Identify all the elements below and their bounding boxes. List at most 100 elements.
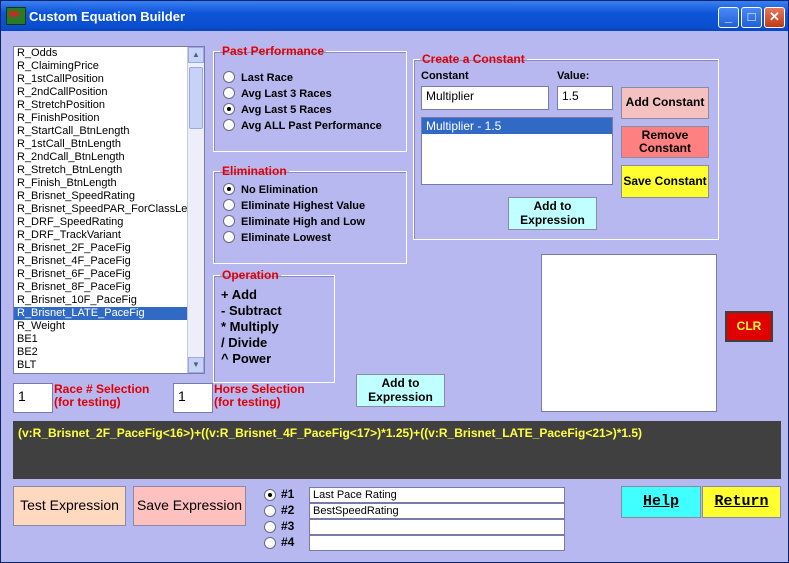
constant-name-label: Constant <box>421 70 469 82</box>
race-selection-label: Race # Selection(for testing) <box>54 382 150 409</box>
operation-title: Operation <box>222 268 279 282</box>
option-label: Last Race <box>241 72 293 84</box>
slot-number-label: #1 <box>281 487 295 501</box>
elimination-group: Elimination <box>213 164 407 264</box>
scroll-up-icon[interactable]: ▲ <box>188 47 204 63</box>
past-performance-option[interactable]: Avg Last 3 Races <box>223 87 332 103</box>
radio-button-icon[interactable] <box>223 103 235 115</box>
list-item[interactable]: R_Brisnet_LATE_PaceFig <box>14 307 204 320</box>
minimize-button[interactable]: _ <box>718 7 739 28</box>
constant-name-input[interactable]: Multiplier <box>421 86 549 110</box>
add-field-to-expression-button[interactable]: Add to Expression <box>356 374 445 407</box>
title-bar[interactable]: Custom Equation Builder _ □ ✕ <box>1 1 788 31</box>
add-constant-button[interactable]: Add Constant <box>621 87 709 119</box>
elimination-title: Elimination <box>222 164 287 178</box>
constant-group: Create a Constant <box>413 52 719 240</box>
elimination-option[interactable]: Eliminate High and Low <box>223 215 365 231</box>
list-item[interactable]: R_Weight <box>17 320 66 332</box>
horse-number-input[interactable]: 1 <box>173 383 213 413</box>
radio-button-icon[interactable] <box>223 71 235 83</box>
option-label: Eliminate High and Low <box>241 216 366 228</box>
past-performance-title: Past Performance <box>222 44 325 58</box>
option-label: Avg Last 5 Races <box>241 104 332 116</box>
past-performance-option[interactable]: Last Race <box>223 71 293 87</box>
help-button[interactable]: Help <box>621 486 701 518</box>
elimination-option[interactable]: No Elimination <box>223 183 318 199</box>
constant-title: Create a Constant <box>422 52 525 66</box>
list-item[interactable]: R_Brisnet_4F_PaceFig <box>17 255 131 267</box>
list-item[interactable]: BE1 <box>17 333 38 345</box>
radio-button-icon[interactable] <box>223 87 235 99</box>
radio-button-icon[interactable] <box>223 215 235 227</box>
constant-list-item[interactable]: Multiplier - 1.5 <box>422 118 612 134</box>
option-label: Eliminate Lowest <box>241 232 331 244</box>
list-item[interactable]: R_Finish_BtnLength <box>17 177 117 189</box>
list-item[interactable]: R_Stretch_BtnLength <box>17 164 123 176</box>
slot-number-label: #4 <box>281 535 295 549</box>
slot-name-input[interactable]: Last Pace Rating <box>309 487 565 503</box>
operation-line: / Divide <box>221 335 268 350</box>
list-item[interactable]: R_DRF_SpeedRating <box>17 216 124 228</box>
list-item[interactable]: R_Brisnet_2F_PaceFig <box>17 242 131 254</box>
operation-line: ^ Power <box>221 351 272 366</box>
slot-radio-icon[interactable] <box>264 521 276 533</box>
option-label: Eliminate Highest Value <box>241 200 366 212</box>
list-item[interactable]: R_2ndCallPosition <box>17 86 108 98</box>
slot-radio-icon[interactable] <box>264 505 276 517</box>
list-item[interactable]: R_Brisnet_8F_PaceFig <box>17 281 131 293</box>
list-item[interactable]: R_FinishPosition <box>17 112 100 124</box>
list-item[interactable]: R_StretchPosition <box>17 99 106 111</box>
test-expression-button[interactable]: Test Expression <box>13 486 126 526</box>
save-constant-button[interactable]: Save Constant <box>621 165 709 198</box>
race-number-input[interactable]: 1 <box>13 383 53 413</box>
list-item[interactable]: R_DRF_TrackVariant <box>17 229 121 241</box>
return-button-label: Return <box>714 492 769 510</box>
list-item[interactable]: R_ClaimingPrice <box>17 60 99 72</box>
list-scrollbar[interactable]: ▲ ▼ <box>187 47 204 373</box>
scroll-thumb[interactable] <box>189 67 203 129</box>
list-item[interactable]: R_StartCall_BtnLength <box>17 125 130 137</box>
list-item[interactable]: BE2 <box>17 346 38 358</box>
close-button[interactable]: ✕ <box>764 7 785 28</box>
past-performance-group: Past Performance <box>213 44 407 152</box>
list-item[interactable]: R_Brisnet_SpeedPAR_ForClassLev <box>17 203 193 215</box>
list-item[interactable]: BLT <box>17 359 37 371</box>
slot-name-input[interactable]: BestSpeedRating <box>309 503 565 519</box>
save-expression-button[interactable]: Save Expression <box>133 486 246 526</box>
radio-button-icon[interactable] <box>223 199 235 211</box>
clr-button[interactable]: CLR <box>725 311 773 342</box>
list-item[interactable]: R_2ndCall_BtnLength <box>17 151 125 163</box>
list-item[interactable]: R_1stCallPosition <box>17 73 104 85</box>
slot-radio-icon[interactable] <box>264 537 276 549</box>
slot-name-input[interactable] <box>309 535 565 551</box>
past-performance-option[interactable]: Avg Last 5 Races <box>223 103 332 119</box>
return-button[interactable]: Return <box>702 486 781 518</box>
radio-button-icon[interactable] <box>223 183 235 195</box>
elimination-option[interactable]: Eliminate Lowest <box>223 231 331 247</box>
expression-display[interactable]: (v:R_Brisnet_2F_PaceFig<16>)+((v:R_Brisn… <box>13 421 781 479</box>
constant-value-input[interactable]: 1.5 <box>557 86 613 110</box>
radio-button-icon[interactable] <box>223 231 235 243</box>
list-item[interactable]: R_Brisnet_SpeedRating <box>17 190 136 202</box>
elimination-option[interactable]: Eliminate Highest Value <box>223 199 365 215</box>
remove-constant-button[interactable]: Remove Constant <box>621 126 709 158</box>
slot-radio-icon[interactable] <box>264 489 276 501</box>
past-performance-option[interactable]: Avg ALL Past Performance <box>223 119 382 135</box>
slot-number-label: #3 <box>281 519 295 533</box>
add-constant-to-expression-button[interactable]: Add to Expression <box>508 197 597 230</box>
preview-box <box>541 254 717 412</box>
constant-listbox[interactable]: Multiplier - 1.5 <box>421 117 613 185</box>
list-item[interactable]: R_Odds <box>17 47 58 59</box>
list-item[interactable]: R_1stCall_BtnLength <box>17 138 121 150</box>
slot-number-label: #2 <box>281 503 295 517</box>
scroll-down-icon[interactable]: ▼ <box>188 357 204 373</box>
list-item[interactable]: R_Brisnet_10F_PaceFig <box>17 294 137 306</box>
radio-button-icon[interactable] <box>223 119 235 131</box>
operation-line: - Subtract <box>221 303 282 318</box>
slot-name-input[interactable] <box>309 519 565 535</box>
maximize-button[interactable]: □ <box>741 7 762 28</box>
list-item[interactable]: R_Brisnet_6F_PaceFig <box>17 268 131 280</box>
operation-group: Operation <box>213 268 335 383</box>
